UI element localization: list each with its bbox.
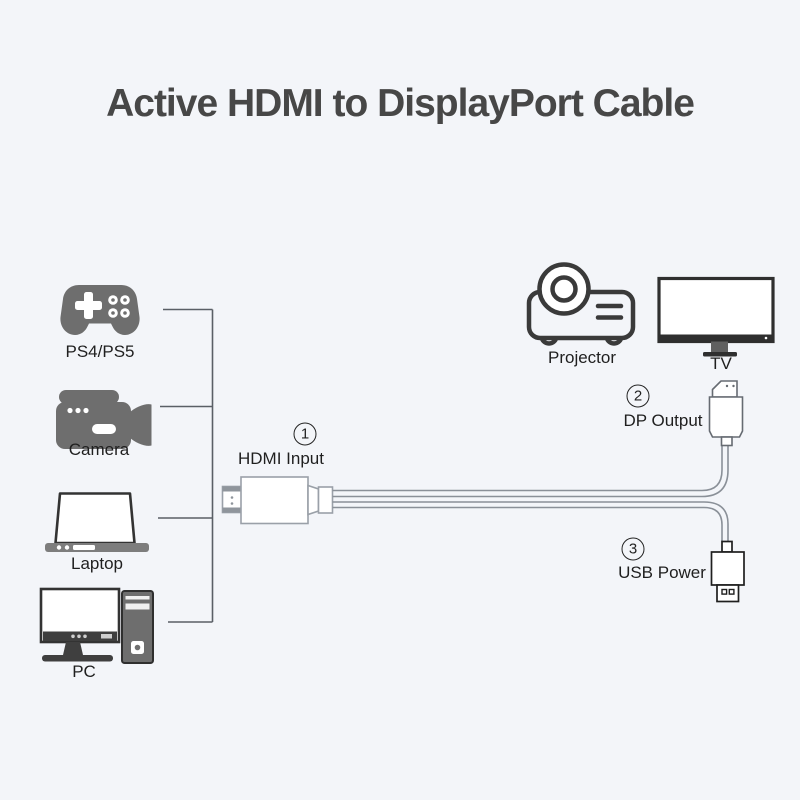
device-label-camera: Camera bbox=[68, 440, 130, 459]
video-camera-icon bbox=[56, 390, 152, 449]
hdmi-connector bbox=[221, 476, 334, 525]
callout-2-label: DP Output bbox=[623, 411, 703, 430]
dp-connector bbox=[708, 380, 744, 447]
usb-connector bbox=[710, 540, 745, 603]
laptop-icon bbox=[45, 492, 149, 552]
callout-3-label: USB Power bbox=[618, 563, 706, 582]
callout-3-badge: 3 bbox=[621, 537, 645, 561]
split-cable bbox=[332, 445, 729, 542]
projector-icon bbox=[526, 262, 636, 346]
bracket-lines bbox=[158, 308, 214, 623]
callout-1-badge: 1 bbox=[293, 422, 317, 446]
tv-icon bbox=[657, 276, 775, 357]
gamepad-icon bbox=[60, 285, 140, 335]
callout-2-badge: 2 bbox=[626, 384, 650, 408]
device-label-ps4-ps5: PS4/PS5 bbox=[65, 342, 135, 361]
callout-1-label: HDMI Input bbox=[238, 449, 324, 468]
desktop-pc-icon bbox=[39, 587, 154, 664]
output-label-tv: TV bbox=[710, 354, 732, 373]
device-label-pc: PC bbox=[72, 662, 96, 681]
output-label-projector: Projector bbox=[547, 348, 617, 367]
device-label-laptop: Laptop bbox=[71, 554, 123, 573]
page-title: Active HDMI to DisplayPort Cable bbox=[106, 82, 695, 125]
